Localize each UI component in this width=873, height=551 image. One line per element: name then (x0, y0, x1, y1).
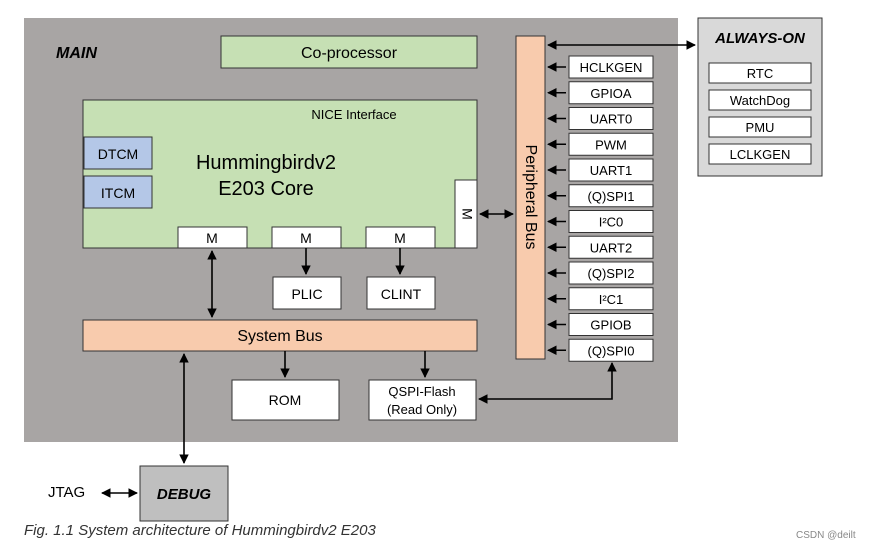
master-port-1-label: M (206, 230, 218, 246)
always-on-item-box (708, 143, 812, 165)
always-on-item-label: RTC (747, 66, 773, 81)
peripheral-box (568, 287, 654, 311)
always-on-item-label: WatchDog (730, 93, 790, 108)
always-on-item-box (708, 89, 812, 111)
master-port-right-label: M (459, 208, 475, 220)
peripheral-bus-label: Peripheral Bus (522, 145, 539, 250)
peripheral-label: GPIOA (590, 86, 632, 101)
master-port-3-label: M (394, 230, 406, 246)
core-box (82, 99, 478, 249)
plic-label: PLIC (291, 286, 322, 302)
peripheral-box (568, 158, 654, 182)
rom-label: ROM (269, 392, 302, 408)
peripheral-label: (Q)SPI2 (588, 266, 635, 281)
always-on-item-label: LCLKGEN (730, 147, 791, 162)
nice-interface-label: NICE Interface (311, 107, 396, 122)
peripheral-label: HCLKGEN (580, 60, 643, 75)
dtcm-box (83, 136, 153, 170)
system-bus-box (82, 319, 478, 352)
peripheral-box (568, 313, 654, 336)
peripheral-box (568, 55, 654, 79)
peripheral-box (568, 210, 654, 233)
always-on-item-box (708, 116, 812, 138)
qspi0-flash-arrow (478, 362, 617, 404)
peripheral-bus-box (515, 35, 546, 360)
system-bus-label: System Bus (237, 328, 322, 345)
itcm-box (83, 175, 153, 209)
peripheral-label: I²C0 (599, 215, 624, 230)
peripheral-label: UART2 (590, 240, 632, 255)
peripheral-label: UART0 (590, 112, 632, 127)
peripheral-label: PWM (595, 137, 627, 152)
peripheral-box (568, 107, 654, 130)
coprocessor-label: Co-processor (301, 45, 398, 62)
coprocessor-box (220, 35, 478, 69)
peripheral-label: (Q)SPI1 (588, 189, 635, 204)
peripheral-box (568, 132, 654, 156)
peripheral-box (568, 81, 654, 105)
qspi-flash-label-line1: QSPI-Flash (388, 384, 455, 399)
debug-box (139, 465, 229, 522)
peripheral-label: I²C1 (599, 292, 624, 307)
peripheral-label: GPIOB (590, 318, 631, 333)
master-port-2-label: M (300, 230, 312, 246)
core-title-line1: Hummingbirdv2 (196, 152, 336, 174)
watermark: CSDN @deilt (796, 530, 856, 541)
always-on-label: ALWAYS-ON (714, 30, 806, 47)
clint-box (366, 276, 436, 310)
peripheral-box (568, 261, 654, 285)
core-title-line2: E203 Core (218, 178, 314, 200)
peripheral-box (568, 184, 654, 208)
jtag-label: JTAG (48, 484, 85, 501)
master-port-1 (177, 226, 248, 249)
qspi-flash-box (368, 379, 477, 421)
itcm-label: ITCM (101, 185, 135, 201)
peripheral-box (568, 235, 654, 259)
master-port-right (454, 179, 478, 249)
main-label: MAIN (56, 45, 97, 62)
figure-caption: Fig. 1.1 System architecture of Hummingb… (24, 522, 376, 539)
qspi-flash-label-line2: (Read Only) (387, 402, 457, 417)
always-on-item-label: PMU (746, 120, 775, 135)
clint-label: CLINT (381, 286, 422, 302)
connectors (101, 40, 696, 498)
always-on-item-box (708, 62, 812, 84)
peripheral-label: (Q)SPI0 (588, 343, 635, 358)
dtcm-label: DTCM (98, 146, 138, 162)
debug-label: DEBUG (157, 486, 212, 503)
peripheral-box (568, 338, 654, 362)
plic-box (272, 276, 342, 310)
peripheral-label: UART1 (590, 163, 632, 178)
rom-box (231, 379, 340, 421)
